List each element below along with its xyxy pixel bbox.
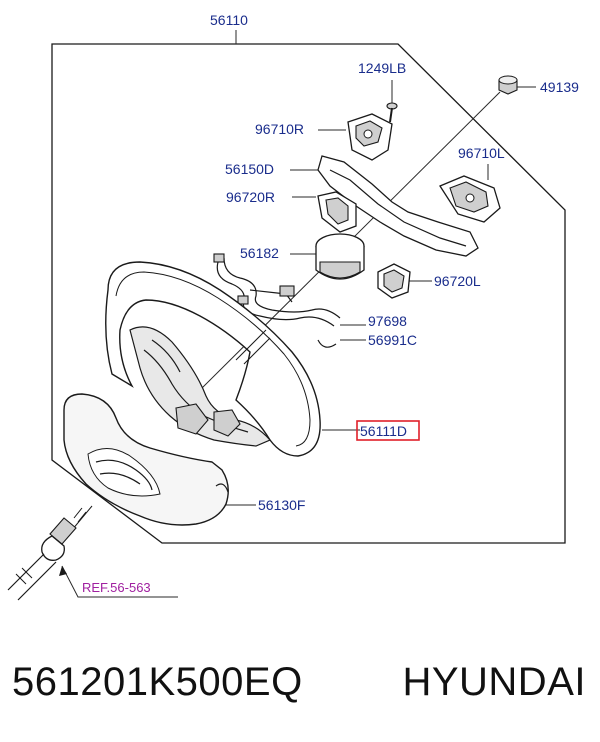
- label-nut[interactable]: 49139: [540, 79, 579, 95]
- label-switch-right[interactable]: 96710R: [255, 121, 304, 137]
- label-remote-right[interactable]: 96720R: [226, 189, 275, 205]
- label-harness-a[interactable]: 97698: [368, 313, 407, 329]
- steering-wheel-body: [105, 261, 321, 457]
- label-remote-left[interactable]: 96720L: [434, 273, 481, 289]
- label-switch-left[interactable]: 96710L: [458, 145, 505, 161]
- clock-spring-part: [315, 233, 365, 280]
- label-assembly[interactable]: 56110: [210, 12, 248, 28]
- part-number: 561201K500EQ: [12, 660, 303, 704]
- bolt-part: [386, 102, 398, 123]
- assembly-frame: [51, 43, 566, 544]
- switch-right-part: [347, 113, 393, 161]
- lower-cover-part: [63, 393, 229, 526]
- label-reference[interactable]: REF.56-563: [82, 580, 151, 595]
- highlight-box: [356, 420, 420, 441]
- label-wheel-body[interactable]: 56111D: [360, 423, 407, 439]
- brand-name: HYUNDAI: [402, 660, 586, 704]
- remote-right-part: [317, 191, 357, 233]
- footer: 561201K500EQ HYUNDAI: [0, 648, 600, 728]
- nut-part: [498, 75, 518, 95]
- label-clock-spring[interactable]: 56182: [240, 245, 279, 261]
- steering-column: [7, 505, 93, 601]
- label-lower-cover[interactable]: 56130F: [258, 497, 305, 513]
- label-bolt[interactable]: 1249LB: [358, 60, 406, 76]
- switch-left-part: [439, 175, 501, 223]
- label-harness-b[interactable]: 56991C: [368, 332, 417, 348]
- label-cover[interactable]: 56150D: [225, 161, 274, 177]
- remote-left-part: [377, 263, 411, 299]
